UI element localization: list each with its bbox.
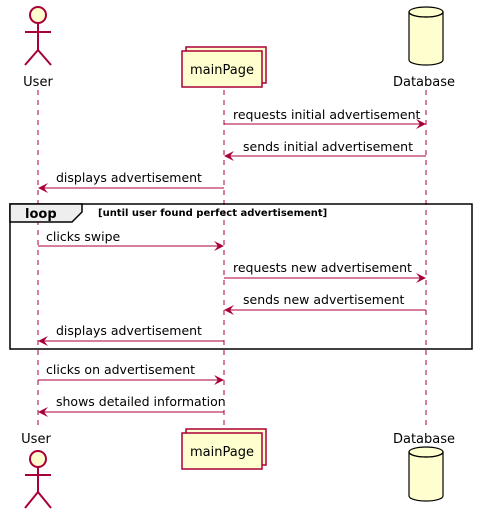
database-label-bottom: Database xyxy=(393,432,455,447)
message-label: requests new advertisement xyxy=(233,260,412,275)
loop-frame xyxy=(9,203,473,350)
mainpage-box-bottom xyxy=(181,428,267,470)
loop-keyword: loop xyxy=(25,207,57,222)
mainpage-label-top: mainPage xyxy=(190,63,254,78)
user-label-bottom: User xyxy=(21,432,51,447)
mainpage-label-bottom: mainPage xyxy=(190,445,254,460)
database-label-top: Database xyxy=(393,75,455,90)
message-label: requests initial advertisement xyxy=(233,107,421,122)
database-icon-top xyxy=(408,6,444,66)
message-label: displays advertisement xyxy=(56,323,202,338)
message-label: shows detailed information xyxy=(56,394,226,409)
loop-tab xyxy=(9,203,83,223)
loop-condition: [until user found perfect advertisement] xyxy=(98,208,327,219)
message-label: displays advertisement xyxy=(56,170,202,185)
message-label: sends new advertisement xyxy=(243,292,405,307)
message-label: clicks swipe xyxy=(46,229,121,244)
message-label: clicks on advertisement xyxy=(46,362,195,377)
database-icon-bottom xyxy=(408,446,444,502)
user-actor-icon xyxy=(24,6,52,66)
user-actor-icon xyxy=(24,450,52,509)
message-label: sends initial advertisement xyxy=(243,139,413,154)
mainpage-box-top xyxy=(181,46,267,88)
user-label-top: User xyxy=(23,75,53,90)
